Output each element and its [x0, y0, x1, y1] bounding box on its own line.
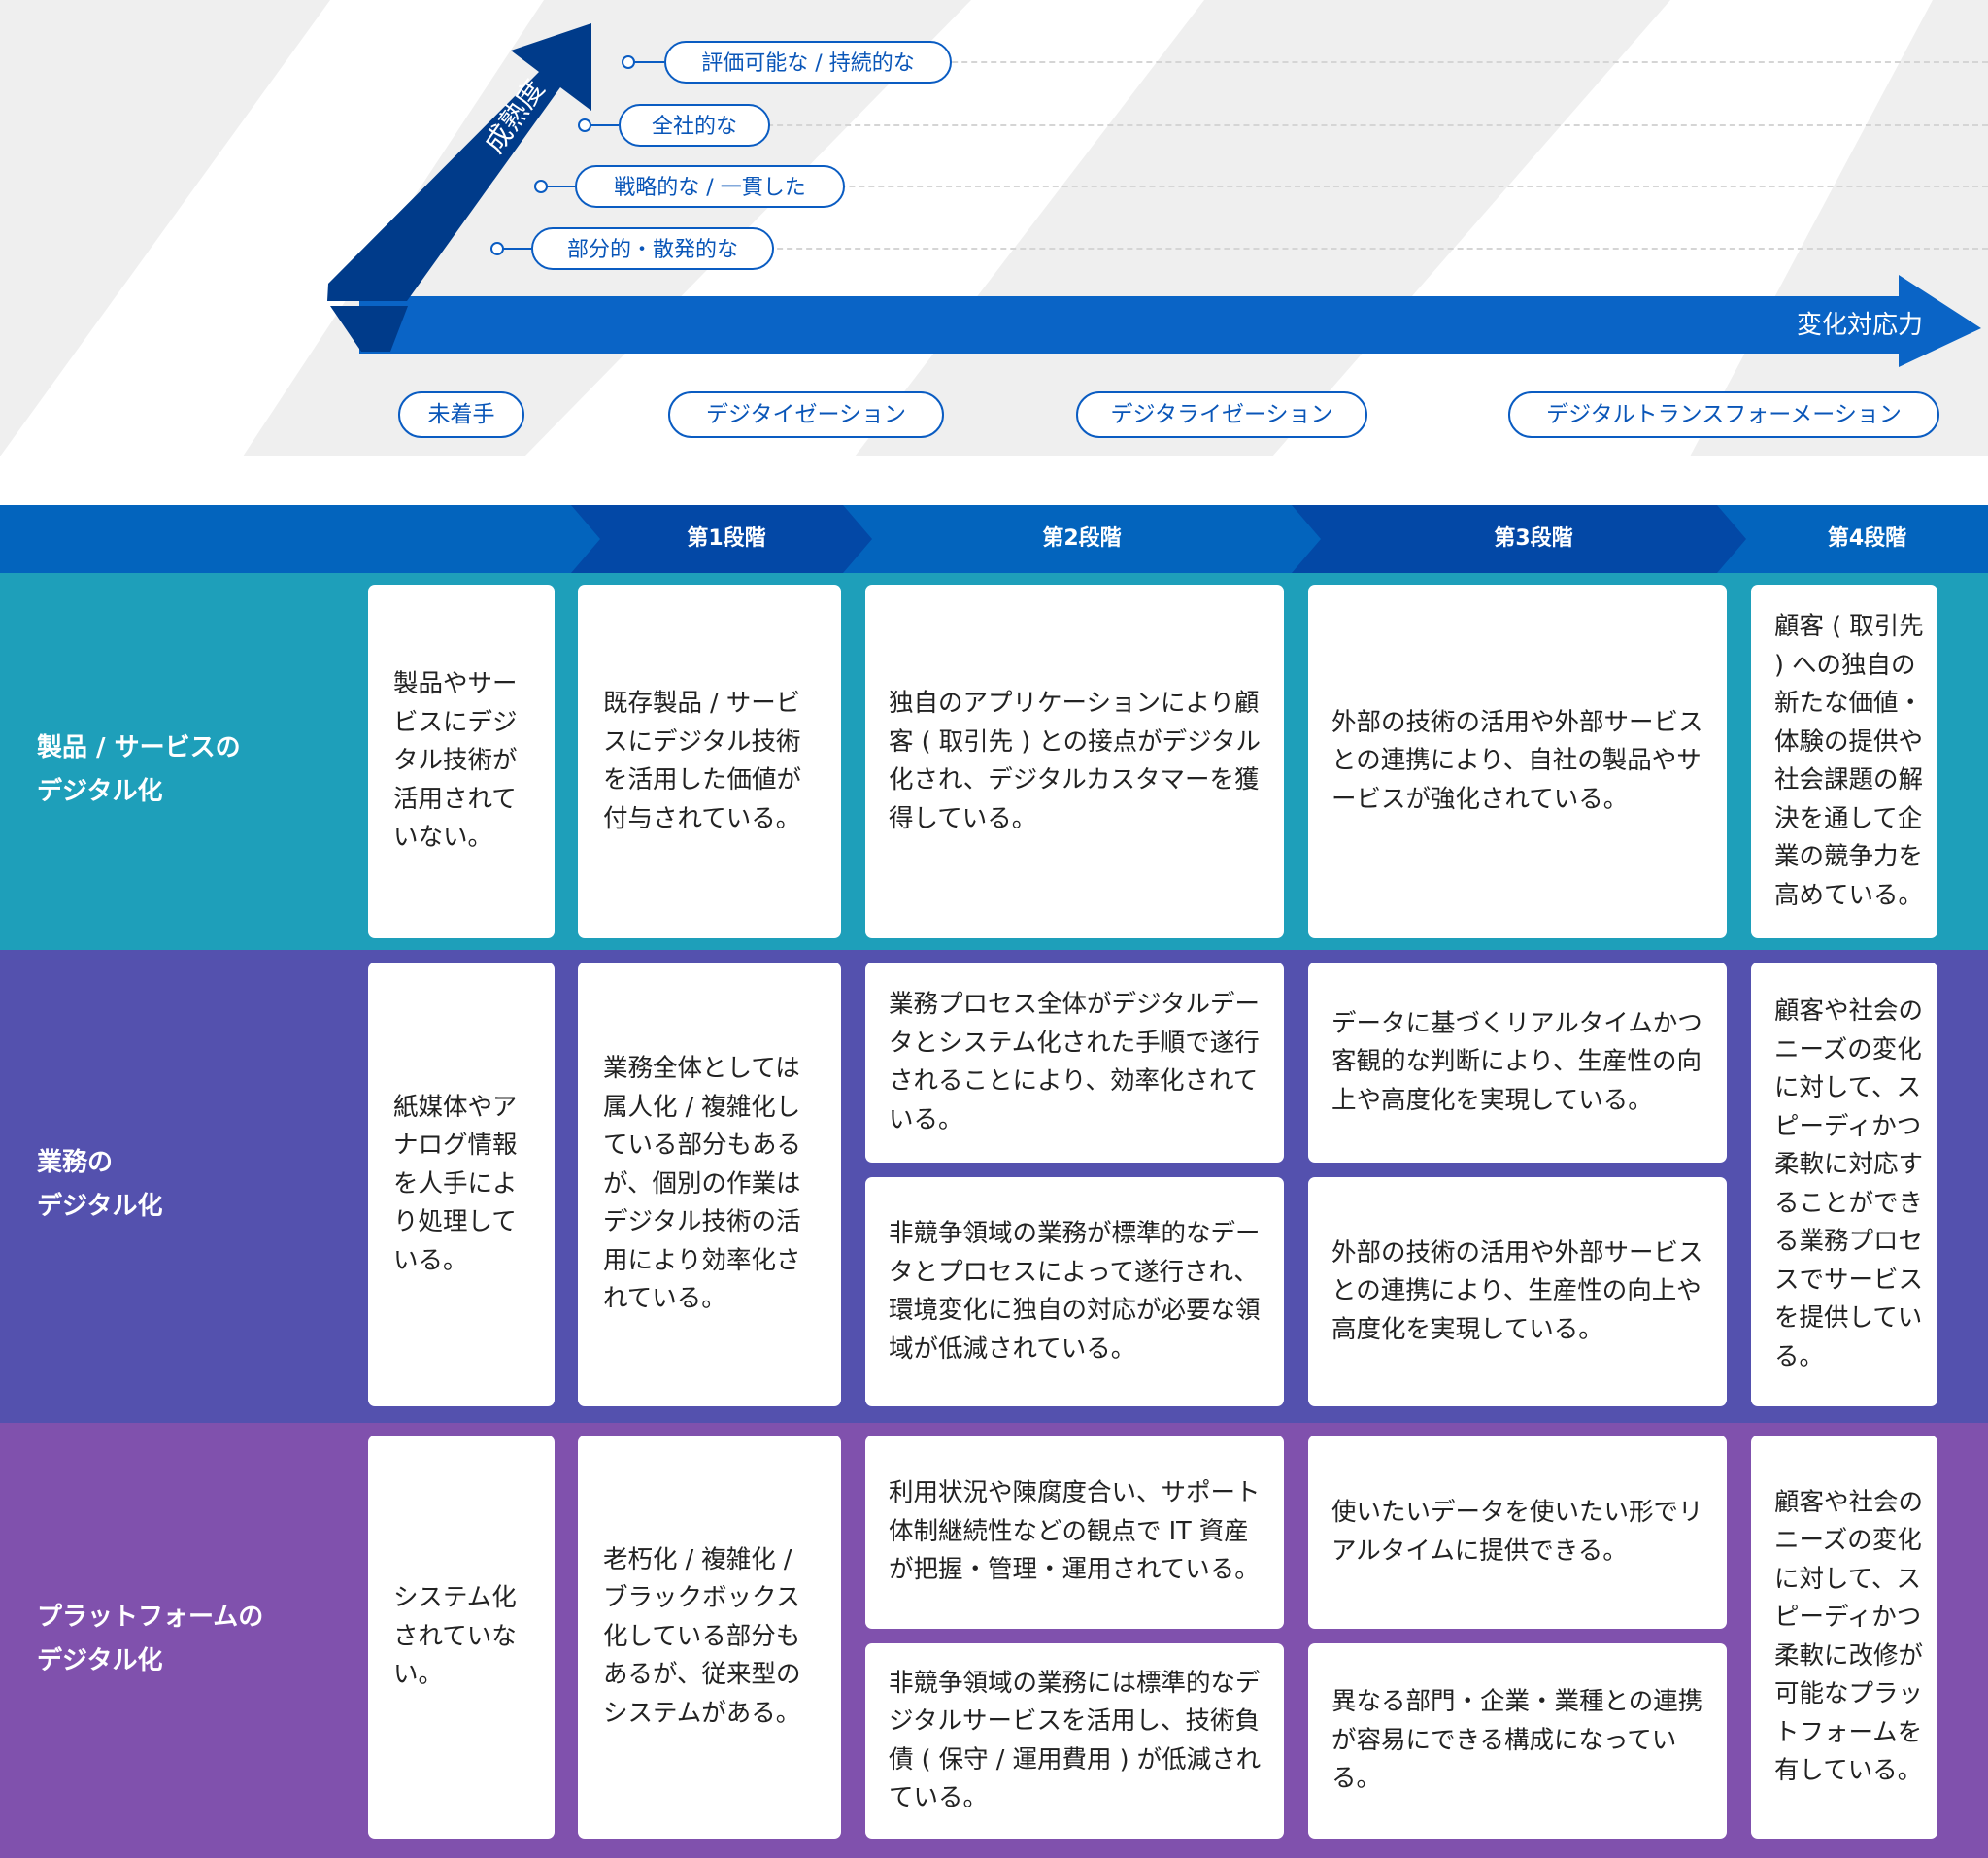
step-header-chevrons: [571, 505, 1746, 573]
cell-text: 製品やサービスにデジタル技術が活用されていない。: [393, 669, 518, 853]
cell-text: 外部の技術の活用や外部サービスとの連携により、自社の製品やサービスが強化されてい…: [1331, 707, 1703, 814]
cell-platform-step4: 顧客や社会のニーズの変化に対して、スピーディかつ柔軟に改修が可能なプラットフォー…: [1751, 1436, 1937, 1839]
cell-text: 老朽化 / 複雑化 / ブラックボックス化している部分もあるが、従来型のシステム…: [603, 1544, 801, 1728]
cell-product-step1: 既存製品 / サービスにデジタル技術を活用した価値が付与されている。: [578, 585, 841, 938]
cell-text: 業務プロセス全体がデジタルデータとシステム化された手順で遂行されることにより、効…: [889, 990, 1260, 1134]
cell-operations-step1: 業務全体としては属人化 / 複雑化している部分もあるが、個別の作業はデジタル技術…: [578, 963, 841, 1406]
cell-text: 紙媒体やアナログ情報を人手により処理している。: [393, 1092, 518, 1275]
cell-operations-step3a: データに基づくリアルタイムかつ客観的な判断により、生産性の向上や高度化を実現して…: [1308, 963, 1727, 1163]
maturity-level-1: 部分的・散発的な: [531, 227, 774, 270]
maturity-axis-arrow: [327, 23, 591, 301]
cell-platform-step3b: 異なる部門・企業・業種との連携が容易にできる構成になっている。: [1308, 1643, 1727, 1839]
cell-text: 顧客 ( 取引先 ) への独自の新たな価値・体験の提供や社会課題の解決を通して企…: [1774, 612, 1924, 910]
step-3-header: 第3段階: [1494, 526, 1573, 551]
stage-digitization: デジタイゼーション: [668, 391, 944, 438]
maturity-diagram: 成熟度 変化対応力 評価可能な / 持続的な 全社的な 戦略的な / 一貫した …: [0, 0, 1988, 456]
cell-text: 業務全体としては属人化 / 複雑化している部分もあるが、個別の作業はデジタル技術…: [603, 1054, 802, 1314]
cell-text: 異なる部門・企業・業種との連携が容易にできる構成になっている。: [1331, 1687, 1703, 1794]
cell-operations-step2b: 非競争領域の業務が標準的なデータとプロセスによって遂行され、環境変化に独自の対応…: [865, 1177, 1284, 1406]
level-guide-line: [646, 186, 1988, 187]
maturity-level-3: 全社的な: [619, 104, 770, 147]
cell-operations-step2a: 業務プロセス全体がデジタルデータとシステム化された手順で遂行されることにより、効…: [865, 963, 1284, 1163]
cell-platform-unstarted: システム化されていない。: [368, 1436, 555, 1839]
cell-text: 使いたいデータを使いたい形でリアルタイムに提供できる。: [1331, 1498, 1703, 1566]
level-guide-line: [592, 248, 1988, 250]
cell-platform-step1: 老朽化 / 複雑化 / ブラックボックス化している部分もあるが、従来型のシステム…: [578, 1436, 841, 1839]
row-label-platform: プラットフォームの デジタル化: [37, 1603, 264, 1675]
cell-text: 外部の技術の活用や外部サービスとの連携により、生産性の向上や高度化を実現している…: [1331, 1237, 1703, 1344]
level-guide-line: [670, 61, 1988, 63]
stage-digitalization: デジタライゼーション: [1076, 391, 1367, 438]
cell-text: 非競争領域の業務が標準的なデータとプロセスによって遂行され、環境変化に独自の対応…: [889, 1219, 1261, 1364]
cell-product-unstarted: 製品やサービスにデジタル技術が活用されていない。: [368, 585, 555, 938]
cell-operations-step4: 顧客や社会のニーズの変化に対して、スピーディかつ柔軟に対応することができる業務プ…: [1751, 963, 1937, 1406]
cell-product-step2: 独自のアプリケーションにより顧客 ( 取引先 ) との接点がデジタル化され、デジ…: [865, 585, 1284, 938]
cell-text: 独自のアプリケーションにより顧客 ( 取引先 ) との接点がデジタル化され、デジ…: [889, 689, 1262, 833]
step-4-header: 第4段階: [1827, 526, 1907, 551]
maturity-level-4: 評価可能な / 持続的な: [664, 41, 952, 84]
cell-text: 非競争領域の業務には標準的なデジタルサービスを活用し、技術負債 ( 保守 / 運…: [889, 1668, 1262, 1813]
stage-dx: デジタルトランスフォーメーション: [1508, 391, 1939, 438]
cell-platform-step3a: 使いたいデータを使いたい形でリアルタイムに提供できる。: [1308, 1436, 1727, 1629]
change-axis-label: 変化対応力: [1796, 311, 1923, 340]
cell-product-step4: 顧客 ( 取引先 ) への独自の新たな価値・体験の提供や社会課題の解決を通して企…: [1751, 585, 1937, 938]
cell-product-step3: 外部の技術の活用や外部サービスとの連携により、自社の製品やサービスが強化されてい…: [1308, 585, 1727, 938]
row-label-operations: 業務の デジタル化: [37, 1148, 163, 1221]
cell-text: システム化されていない。: [393, 1583, 517, 1690]
cell-platform-step2a: 利用状況や陳腐度合い、サポート体制継続性などの観点で IT 資産が把握・管理・運…: [865, 1436, 1284, 1629]
diagram-background: [0, 0, 1988, 456]
cell-text: 既存製品 / サービスにデジタル技術を活用した価値が付与されている。: [603, 689, 802, 833]
cell-platform-step2b: 非競争領域の業務には標準的なデジタルサービスを活用し、技術負債 ( 保守 / 運…: [865, 1643, 1284, 1839]
cell-text: データに基づくリアルタイムかつ客観的な判断により、生産性の向上や高度化を実現して…: [1331, 1008, 1702, 1115]
level-guide-line: [602, 124, 1988, 126]
cell-text: 顧客や社会のニーズの変化に対して、スピーディかつ柔軟に対応することができる業務プ…: [1774, 997, 1924, 1371]
stage-not-started: 未着手: [398, 391, 524, 438]
step-1-header: 第1段階: [687, 526, 766, 551]
row-label-product-service: 製品 / サービスの デジタル化: [37, 733, 241, 806]
maturity-level-2: 戦略的な / 一貫した: [575, 165, 845, 208]
change-axis-arrow: [359, 275, 1981, 367]
cell-text: 顧客や社会のニーズの変化に対して、スピーディかつ柔軟に改修が可能なプラットフォー…: [1774, 1487, 1924, 1786]
step-2-header: 第2段階: [1042, 526, 1122, 551]
cell-text: 利用状況や陳腐度合い、サポート体制継続性などの観点で IT 資産が把握・管理・運…: [889, 1478, 1261, 1585]
cell-operations-step3b: 外部の技術の活用や外部サービスとの連携により、生産性の向上や高度化を実現している…: [1308, 1177, 1727, 1406]
cell-operations-unstarted: 紙媒体やアナログ情報を人手により処理している。: [368, 963, 555, 1406]
